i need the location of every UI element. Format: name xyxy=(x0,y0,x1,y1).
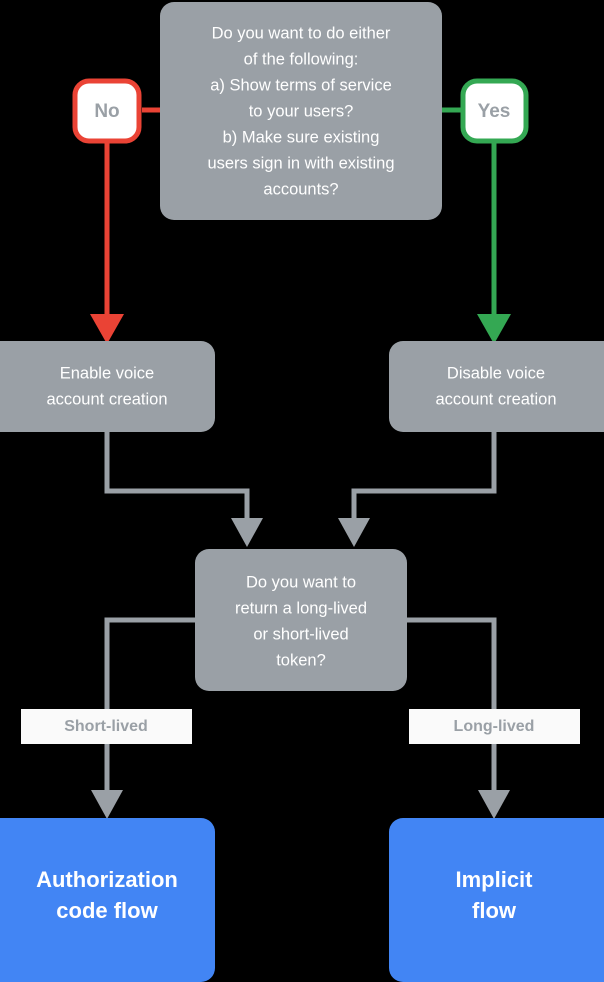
edge-enable-to-decision2-arrowhead xyxy=(231,518,263,547)
edge-label-short-lived-text: Short-lived xyxy=(64,718,148,735)
edge-label-short-lived: Short-lived xyxy=(21,709,192,744)
decision-node-2-line-2: return a long-lived xyxy=(235,599,367,617)
terminal-node-implicit-flow-line-1: Implicit xyxy=(455,867,533,892)
badge-no-shape xyxy=(72,78,142,144)
decision-node-1[interactable]: Do you want to do either of the followin… xyxy=(160,2,442,220)
process-node-disable[interactable]: Disable voice account creation xyxy=(389,341,604,432)
edge-decision2-to-implicit-arrowhead xyxy=(478,790,510,819)
terminal-node-implicit-flow-shape xyxy=(389,818,604,982)
edge-enable-to-decision2 xyxy=(104,432,250,521)
edge-label-long-lived-text: Long-lived xyxy=(454,718,535,735)
process-node-disable-line-2: account creation xyxy=(435,390,556,408)
edge-yes-to-disable-arrowhead xyxy=(477,314,511,344)
edge-label-long-lived-background xyxy=(409,709,580,744)
edge-decision2-to-implicit xyxy=(407,617,497,793)
decision-node-2-line-4: token? xyxy=(276,651,326,669)
edge-no-to-enable-arrowhead xyxy=(90,314,124,344)
decision-node-1-line-5: b) Make sure existing xyxy=(223,128,380,146)
terminal-node-authorization-code-flow-shape xyxy=(0,818,215,982)
process-node-enable-line-1: Enable voice xyxy=(60,364,154,382)
process-node-disable-line-1: Disable voice xyxy=(447,364,545,382)
terminal-node-implicit-flow-line-2: flow xyxy=(472,898,517,923)
decision-node-1-line-4: to your users? xyxy=(249,102,354,120)
decision-node-1-shape xyxy=(160,2,442,220)
decision-node-1-line-3: a) Show terms of service xyxy=(210,76,392,94)
decision-node-1-line-2: of the following: xyxy=(244,50,359,68)
process-node-enable-line-2: account creation xyxy=(46,390,167,408)
decision-node-2[interactable]: Do you want to return a long-lived or sh… xyxy=(195,549,407,691)
edge-decision2-to-authorization-arrowhead xyxy=(91,790,123,819)
decision-node-2-line-1: Do you want to xyxy=(246,573,356,591)
badge-yes[interactable]: Yes xyxy=(460,78,529,144)
edge-label-long-lived: Long-lived xyxy=(409,709,580,744)
edge-disable-to-decision2 xyxy=(351,432,497,521)
process-node-enable-shape xyxy=(0,341,215,432)
process-node-enable[interactable]: Enable voice account creation xyxy=(0,341,215,432)
decision-node-2-shape xyxy=(195,549,407,691)
terminal-node-implicit-flow[interactable]: Implicit flow xyxy=(389,818,604,982)
terminal-node-authorization-code-flow[interactable]: Authorization code flow xyxy=(0,818,215,982)
badge-yes-label: Yes xyxy=(478,101,511,122)
terminal-node-authorization-code-flow-line-1: Authorization xyxy=(36,867,178,892)
decision-node-1-line-7: accounts? xyxy=(263,180,338,198)
badge-no[interactable]: No xyxy=(72,78,142,144)
decision-node-2-line-3: or short-lived xyxy=(253,625,348,643)
edge-label-short-lived-background xyxy=(21,709,192,744)
badge-no-label: No xyxy=(94,101,119,122)
decision-node-1-line-6: users sign in with existing xyxy=(207,154,394,172)
decision-node-1-line-1: Do you want to do either xyxy=(212,24,391,42)
edge-disable-to-decision2-arrowhead xyxy=(338,518,370,547)
edge-decision2-to-authorization xyxy=(104,617,195,793)
badge-yes-shape xyxy=(460,78,529,144)
terminal-node-authorization-code-flow-line-2: code flow xyxy=(56,898,158,923)
process-node-disable-shape xyxy=(389,341,604,432)
